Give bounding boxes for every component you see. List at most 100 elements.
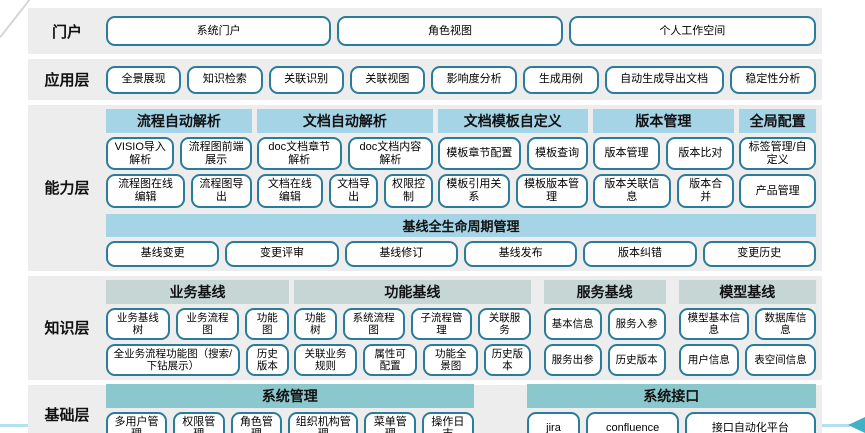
group-node-row: 基本信息服务入参 [543, 307, 666, 340]
capability-node: 文档在线编辑 [256, 174, 324, 208]
capability-node: 流程图在线编辑 [106, 174, 186, 208]
capability-node: doc文档内容解析 [347, 137, 433, 171]
capability-content: 流程自动解析 VISIO导入解析流程图前端展示 流程图在线编辑流程图导出 文档自… [106, 109, 816, 267]
group-node-row: 文档在线编辑文档导出权限控制 [256, 174, 433, 208]
layer-capability: 能力层 流程自动解析 VISIO导入解析流程图前端展示 流程图在线编辑流程图导出… [28, 105, 822, 271]
knowledge-node: 业务流程图 [175, 307, 240, 340]
portal-content: 系统门户角色视图个人工作空间 [106, 16, 816, 46]
capability-node: 权限控制 [384, 174, 433, 208]
group-service-baseline: 服务基线 基本信息服务入参 服务出参历史版本 [543, 279, 666, 376]
group-node-row: 用户信息表空间信息 [678, 343, 816, 376]
knowledge-node: 用户信息 [678, 343, 740, 376]
layer-label-knowledge: 知识层 [44, 320, 90, 338]
layer-foundation: 基础层 系统管理 多用户管理权限管理角色管理组织机构管理菜单管理操作日志 系统接… [28, 383, 822, 433]
layer-stack: 门户 系统门户角色视图个人工作空间 应用层 全景展现知识检索关联识别关联视图影响… [28, 8, 822, 433]
knowledge-groups: 业务基线 业务基线树业务流程图功能图 全业务流程功能图（搜索/下钻展示）历史版本… [106, 279, 816, 376]
group-system-mgmt: 系统管理 多用户管理权限管理角色管理组织机构管理菜单管理操作日志 [106, 383, 474, 433]
application-content: 全景展现知识检索关联识别关联视图影响度分析生成用例自动生成导出文档稳定性分析 [106, 65, 816, 94]
capability-node: VISIO导入解析 [106, 137, 175, 171]
group-header: 功能基线 [294, 279, 531, 304]
group-header: 文档模板自定义 [438, 109, 588, 133]
group-node-row: 产品管理 [739, 174, 816, 208]
group-node-row: 流程图在线编辑流程图导出 [106, 174, 252, 208]
group-header: 全局配置 [739, 109, 816, 133]
group-header: 文档自动解析 [256, 109, 433, 133]
group-model-baseline: 模型基线 模型基本信息数据库信息 用户信息表空间信息 [678, 279, 816, 376]
layer-label-capability: 能力层 [44, 180, 90, 198]
group-node-row: 全业务流程功能图（搜索/下钻展示）历史版本 [106, 343, 290, 376]
group-header: 系统管理 [106, 383, 474, 408]
group-node-row: 模板引用关系模板版本管理 [438, 174, 588, 208]
group-global-config: 全局配置 标签管理/自定义 产品管理 [739, 109, 816, 208]
group-doc-template: 文档模板自定义 模板章节配置模板查询 模板引用关系模板版本管理 [438, 109, 588, 208]
group-node-row: 服务出参历史版本 [543, 343, 666, 376]
knowledge-node: 服务出参 [543, 343, 602, 376]
capability-node: doc文档章节解析 [256, 137, 342, 171]
capability-node: 版本管理 [592, 137, 661, 171]
knowledge-node: 历史版本 [484, 343, 531, 376]
capability-node: 模板章节配置 [438, 137, 521, 171]
knowledge-node: 数据库信息 [755, 307, 816, 340]
application-node: 全景展现 [106, 65, 182, 94]
knowledge-node: 全业务流程功能图（搜索/下钻展示） [106, 343, 240, 376]
portal-node: 系统门户 [106, 16, 332, 46]
capability-node: 产品管理 [739, 174, 816, 208]
knowledge-node: 历史版本 [245, 343, 290, 376]
group-header: 版本管理 [592, 109, 735, 133]
capability-node: 模板版本管理 [515, 174, 588, 208]
capability-node: 流程图导出 [191, 174, 252, 208]
knowledge-node: 属性可配置 [362, 343, 418, 376]
foundation-node: confluence [586, 411, 679, 433]
layer-label-foundation: 基础层 [44, 406, 90, 424]
foundation-node: jira [526, 411, 581, 433]
layer-label-portal: 门户 [51, 23, 82, 41]
foundation-node: 多用户管理 [106, 411, 167, 433]
application-node: 影响度分析 [431, 65, 518, 94]
layer-application: 应用层 全景展现知识检索关联识别关联视图影响度分析生成用例自动生成导出文档稳定性… [28, 59, 822, 100]
capability-node: 标签管理/自定义 [739, 137, 816, 171]
capability-node: 版本比对 [666, 137, 735, 171]
group-node-row: 模型基本信息数据库信息 [678, 307, 816, 340]
group-node-row: 版本管理版本比对 [592, 137, 735, 171]
baseline-node: 基线变更 [106, 240, 220, 267]
group-node-row: 多用户管理权限管理角色管理组织机构管理菜单管理操作日志 [106, 411, 474, 433]
application-nodes: 全景展现知识检索关联识别关联视图影响度分析生成用例自动生成导出文档稳定性分析 [106, 65, 816, 94]
knowledge-node: 功能全景图 [423, 343, 479, 376]
application-node: 自动生成导出文档 [604, 65, 724, 94]
layer-label-application: 应用层 [44, 72, 90, 89]
portal-nodes: 系统门户角色视图个人工作空间 [106, 16, 816, 46]
foundation-node: 组织机构管理 [288, 411, 359, 433]
application-node: 关联视图 [349, 65, 425, 94]
group-header: 业务基线 [106, 279, 290, 304]
foundation-groups: 系统管理 多用户管理权限管理角色管理组织机构管理菜单管理操作日志 系统接口 ji… [106, 383, 816, 433]
capability-node: 模板查询 [526, 137, 588, 171]
group-function-baseline: 功能基线 功能树系统流程图子流程管理关联服务 关联业务规则属性可配置功能全景图历… [294, 279, 531, 376]
group-process-parse: 流程自动解析 VISIO导入解析流程图前端展示 流程图在线编辑流程图导出 [106, 109, 252, 208]
knowledge-node: 表空间信息 [745, 343, 816, 376]
group-node-row: 版本关联信息版本合并 [592, 174, 735, 208]
foundation-node: 接口自动化平台 [684, 411, 816, 433]
baseline-node: 版本纠错 [583, 240, 697, 267]
baseline-lifecycle-header: 基线全生命周期管理 [106, 213, 816, 237]
knowledge-node: 历史版本 [607, 343, 666, 376]
group-node-row: 功能树系统流程图子流程管理关联服务 [294, 307, 531, 340]
group-header: 服务基线 [543, 279, 666, 304]
portal-node: 个人工作空间 [568, 16, 816, 46]
application-node: 稳定性分析 [729, 65, 816, 94]
baseline-node: 变更历史 [702, 240, 816, 267]
capability-node: 模板引用关系 [438, 174, 510, 208]
knowledge-node: 系统流程图 [342, 307, 405, 340]
baseline-node: 基线发布 [463, 240, 578, 267]
group-node-row: 业务基线树业务流程图功能图 [106, 307, 290, 340]
knowledge-node: 服务入参 [607, 307, 666, 340]
capability-node: 版本关联信息 [592, 174, 672, 208]
baseline-node: 基线修订 [344, 240, 458, 267]
layer-portal: 门户 系统门户角色视图个人工作空间 [28, 8, 822, 54]
baseline-node: 变更评审 [225, 240, 339, 267]
baseline-nodes: 基线变更变更评审基线修订基线发布版本纠错变更历史 [106, 240, 816, 267]
application-node: 生成用例 [523, 65, 599, 94]
foundation-content: 系统管理 多用户管理权限管理角色管理组织机构管理菜单管理操作日志 系统接口 ji… [106, 383, 816, 433]
